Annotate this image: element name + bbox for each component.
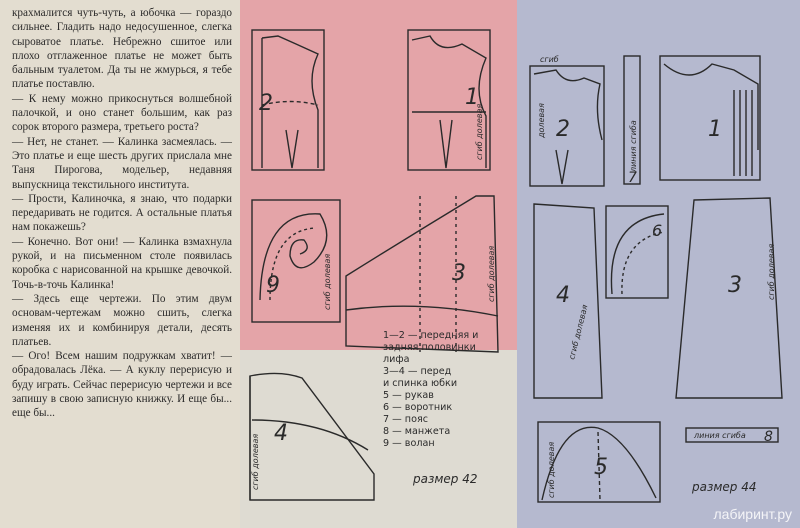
pattern-piece-1-left — [407, 29, 491, 171]
pattern-panel-size-44 — [517, 0, 800, 528]
paragraph: — К нему можно прикоснуться волшебной па… — [12, 92, 232, 134]
fold-line-label: сгиб долевая — [567, 304, 589, 361]
fold-line-label-belt: линия сгиба — [629, 120, 638, 173]
part-number-4-right: 4 — [556, 283, 570, 308]
legend-item: задняя половинки — [383, 342, 476, 353]
part-number-4-left: 4 — [274, 421, 288, 446]
pattern-piece-3-left — [345, 195, 499, 353]
pattern-legend: 1—2 — передняя и задняя половинки лифа 3… — [383, 330, 518, 450]
part-number-7-right: 7 — [628, 170, 637, 186]
legend-item: 6 — воротник — [383, 402, 453, 413]
paragraph: — Конечно. Вот они! — Калинка взмахнула … — [12, 235, 232, 291]
part-number-1-left: 1 — [465, 85, 479, 110]
fold-line-label: сгиб долевая — [251, 434, 260, 490]
paragraph: крахмалится чуть-чуть, а юбочка — горазд… — [12, 7, 232, 91]
part-number-2-left: 2 — [259, 91, 273, 116]
legend-item: лифа — [383, 354, 410, 365]
pattern-piece-2-right — [529, 65, 605, 187]
fold-line-label: сгиб долевая — [547, 442, 556, 498]
pattern-piece-5-right — [537, 421, 661, 503]
article-text-column: крахмалится чуть-чуть, а юбочка — горазд… — [0, 0, 240, 528]
part-number-5-right: 5 — [594, 455, 608, 480]
fold-line-label: сгиб долевая — [487, 246, 496, 302]
legend-item: 9 — волан — [383, 438, 435, 449]
pattern-piece-3-right — [675, 197, 783, 399]
fold-line-label: сгиб долевая — [767, 244, 776, 300]
size-label-42: размер 42 — [413, 472, 478, 486]
legend-item: 8 — манжета — [383, 426, 451, 437]
part-number-3-right: 3 — [728, 273, 742, 298]
watermark: лабиринт.ру — [713, 506, 792, 522]
pattern-panel-size-42-lower — [240, 350, 517, 528]
legend-item: 3—4 — перед — [383, 366, 452, 377]
pattern-piece-6-right — [605, 205, 669, 299]
legend-item: 5 — рукав — [383, 390, 434, 401]
fold-line-label: сгиб долевая — [475, 104, 484, 160]
part-number-6-right: 6 — [652, 221, 662, 240]
fold-line-label: сгиб долевая — [323, 254, 332, 310]
part-number-1-right: 1 — [708, 117, 722, 142]
pattern-piece-4-left — [249, 372, 375, 501]
part-number-8-right: 8 — [764, 429, 773, 445]
pattern-piece-7-right — [623, 55, 641, 185]
pattern-piece-2-left — [251, 29, 325, 171]
legend-item: 7 — пояс — [383, 414, 428, 425]
part-number-9-left: 9 — [266, 273, 280, 298]
legend-item: 1—2 — передняя и — [383, 330, 479, 341]
part-number-3-left: 3 — [452, 261, 466, 286]
pattern-piece-8-right — [685, 427, 779, 443]
pattern-piece-1-right — [659, 55, 761, 181]
paragraph: — Ого! Всем нашим подружкам хватит! — об… — [12, 350, 232, 420]
size-label-44: размер 44 — [692, 480, 757, 494]
paragraph: — Нет, не станет. — Калинка засмеялась. … — [12, 135, 232, 191]
grain-line-label: долевая — [537, 103, 546, 139]
pattern-piece-9-left — [251, 199, 341, 323]
fold-line-label-cuff: линия сгиба — [693, 431, 746, 440]
legend-item: и спинка юбки — [383, 378, 458, 389]
paragraph: — Прости, Калиночка, я знаю, что подарки… — [12, 192, 232, 234]
fold-label-short: сгиб — [540, 55, 559, 64]
pattern-piece-4-right — [533, 203, 603, 399]
paragraph: — Здесь еще чертежи. По этим двум основа… — [12, 292, 232, 348]
part-number-2-right: 2 — [556, 117, 570, 142]
